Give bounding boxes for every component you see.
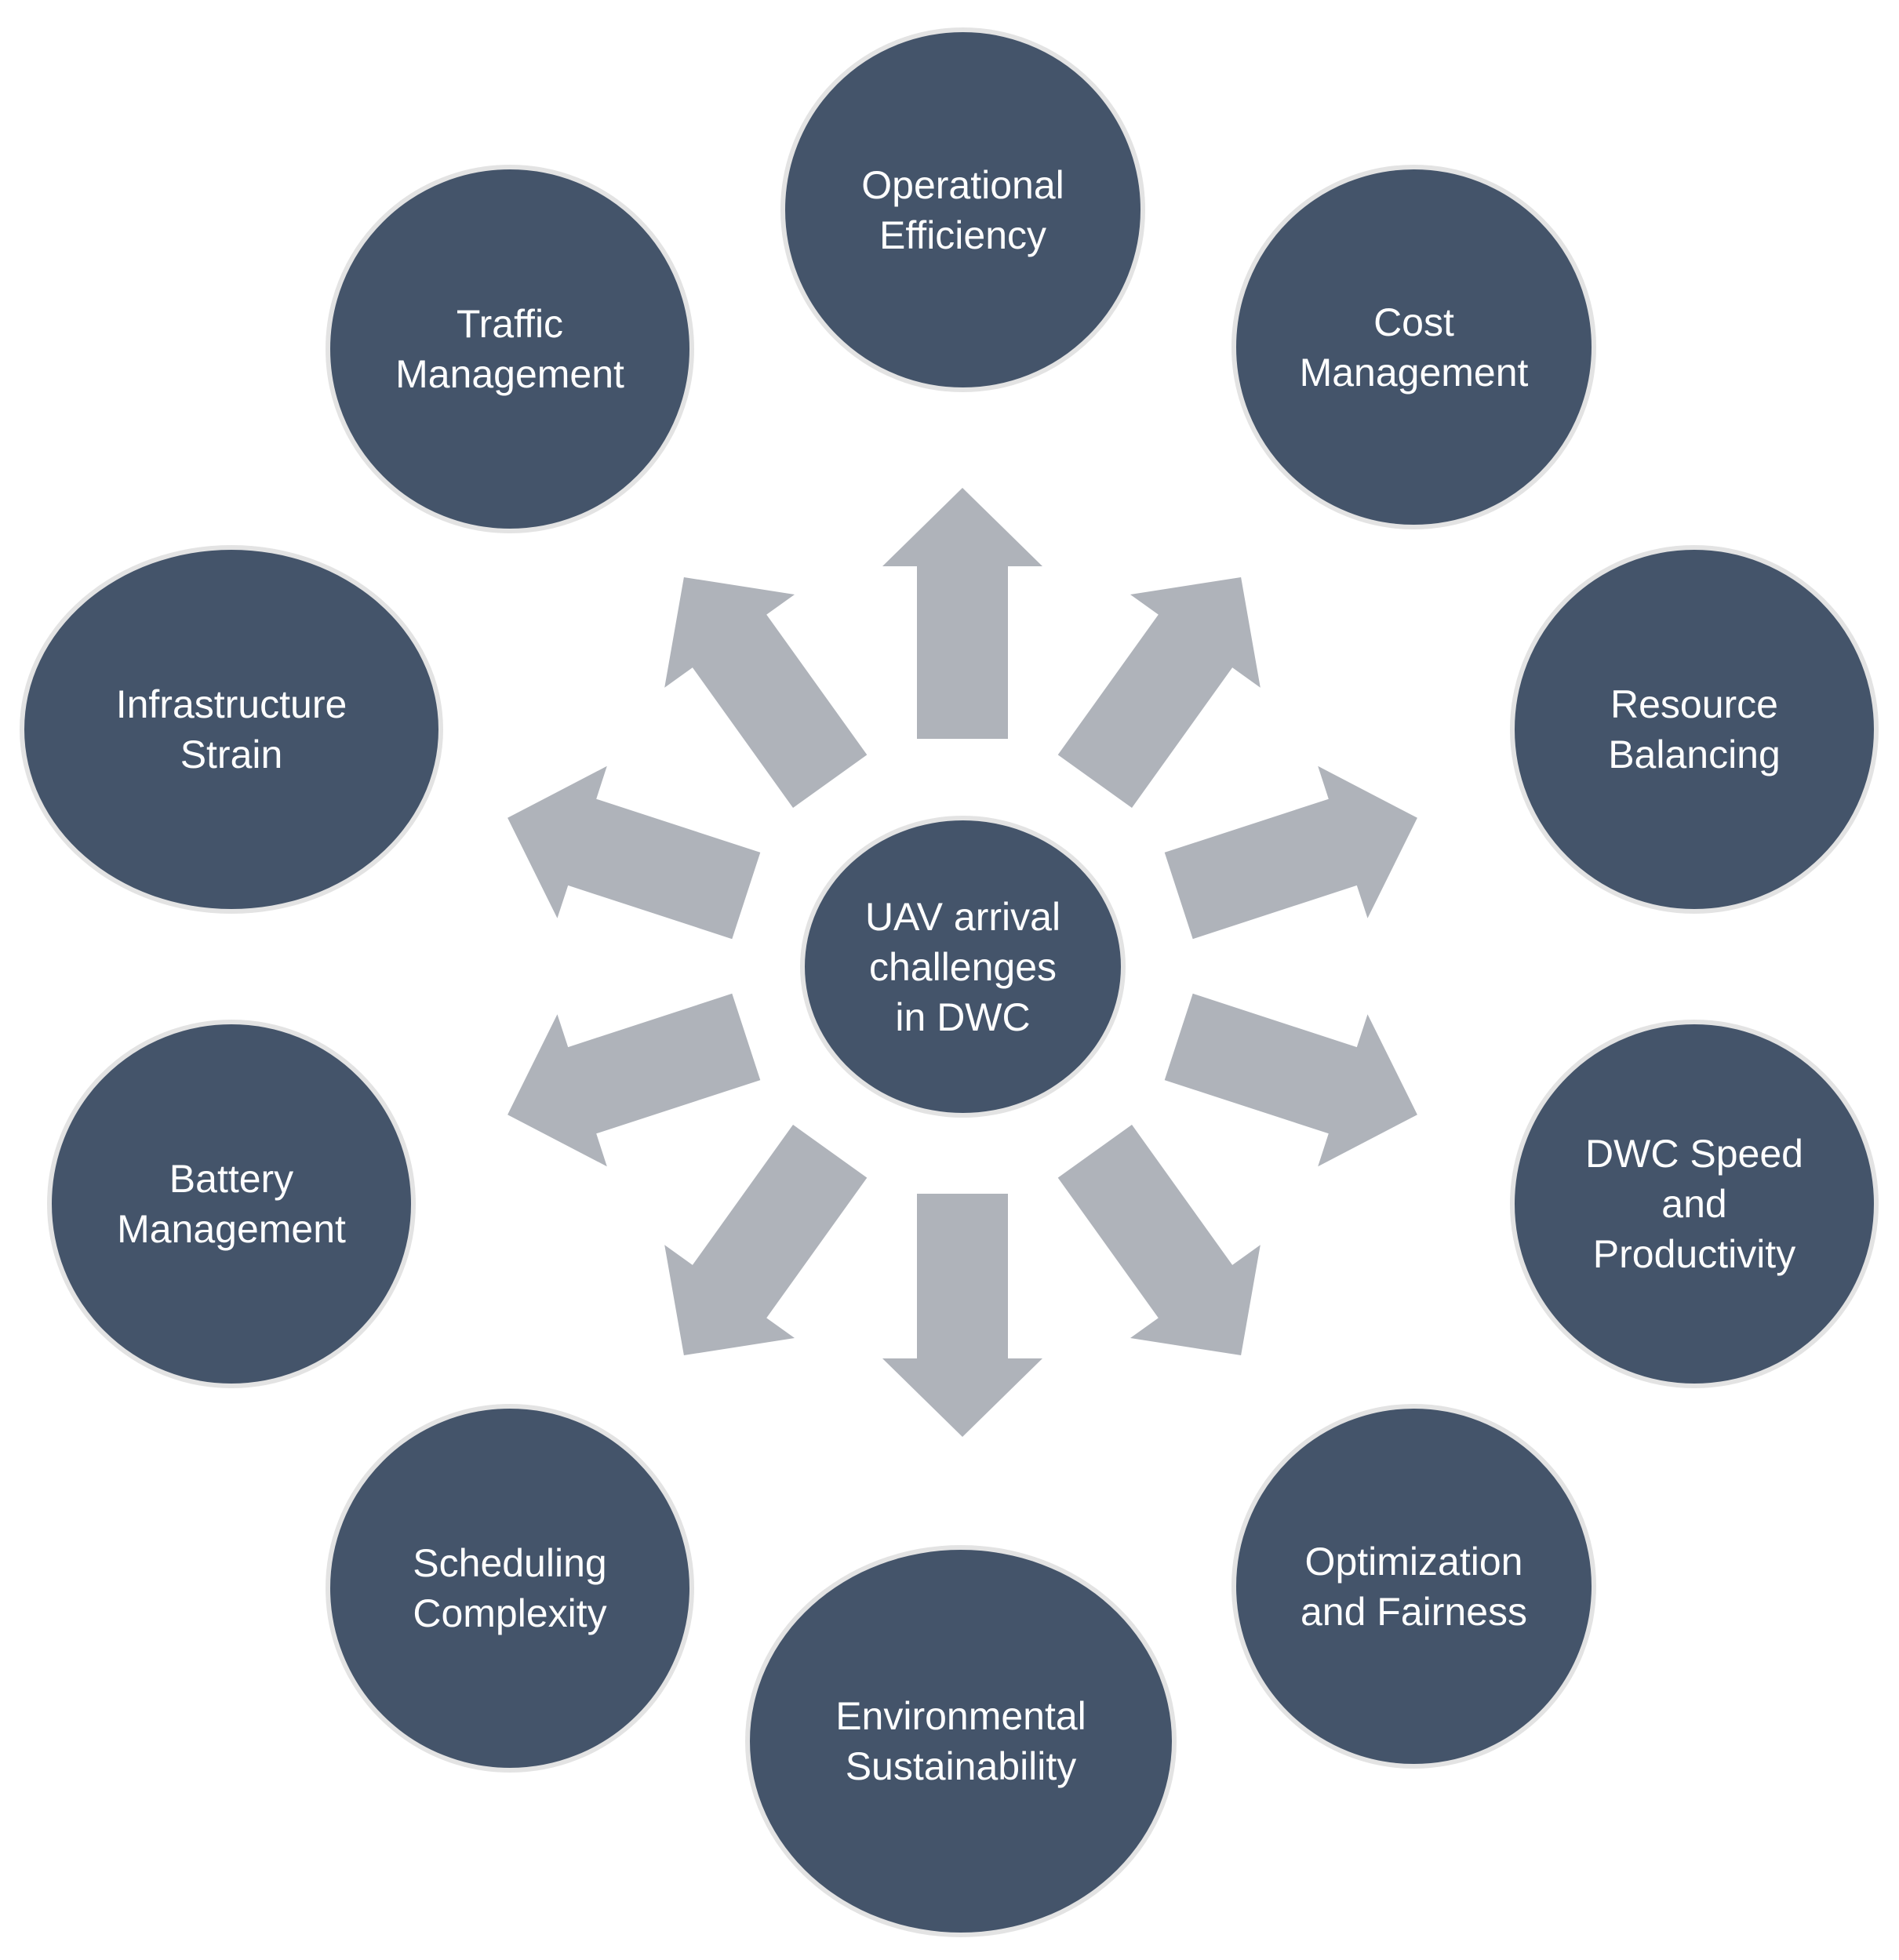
arrow-to-scheduling-complexity [664, 1125, 868, 1355]
node-optimization-fairness: Optimization and Fairness [1231, 1404, 1596, 1769]
arrow-to-dwc-speed-productivity [1164, 993, 1417, 1167]
node-traffic-management: Traffic Management [326, 165, 694, 533]
arrow-to-cost-management [1057, 577, 1261, 808]
center-node: UAV arrival challenges in DWC [800, 816, 1126, 1118]
node-label: DWC Speed and Productivity [1585, 1132, 1803, 1276]
node-label: Infrastructure Strain [115, 682, 347, 776]
node-label: Traffic Management [395, 302, 624, 396]
node-environmental-sustainability: Environmental Sustainability [745, 1545, 1177, 1937]
node-operational-efficiency: Operational Efficiency [780, 27, 1145, 392]
node-scheduling-complexity: Scheduling Complexity [326, 1404, 694, 1773]
arrow-to-optimization-fairness [1057, 1125, 1261, 1355]
node-label: Environmental Sustainability [835, 1694, 1086, 1788]
arrow-to-resource-balancing [1164, 765, 1417, 940]
node-battery-management: Battery Management [47, 1020, 416, 1388]
node-label: Cost Management [1299, 300, 1529, 395]
node-label: Resource Balancing [1608, 682, 1781, 776]
node-label: Scheduling Complexity [413, 1541, 607, 1635]
arrow-to-battery-management [507, 993, 761, 1167]
arrow-to-traffic-management [664, 577, 868, 808]
node-label: Optimization and Fairness [1300, 1539, 1528, 1634]
node-label: Battery Management [117, 1157, 346, 1251]
arrow-to-operational-efficiency [882, 488, 1042, 739]
node-resource-balancing: Resource Balancing [1510, 545, 1879, 914]
node-dwc-speed-productivity: DWC Speed and Productivity [1510, 1020, 1879, 1388]
arrow-to-environmental-sustainability [882, 1194, 1042, 1437]
node-infrastructure-strain: Infrastructure Strain [20, 545, 443, 914]
arrow-to-infrastructure-strain [507, 765, 761, 940]
center-label: UAV arrival challenges in DWC [864, 894, 1061, 1039]
node-label: Operational Efficiency [861, 162, 1064, 257]
node-cost-management: Cost Management [1231, 165, 1596, 529]
